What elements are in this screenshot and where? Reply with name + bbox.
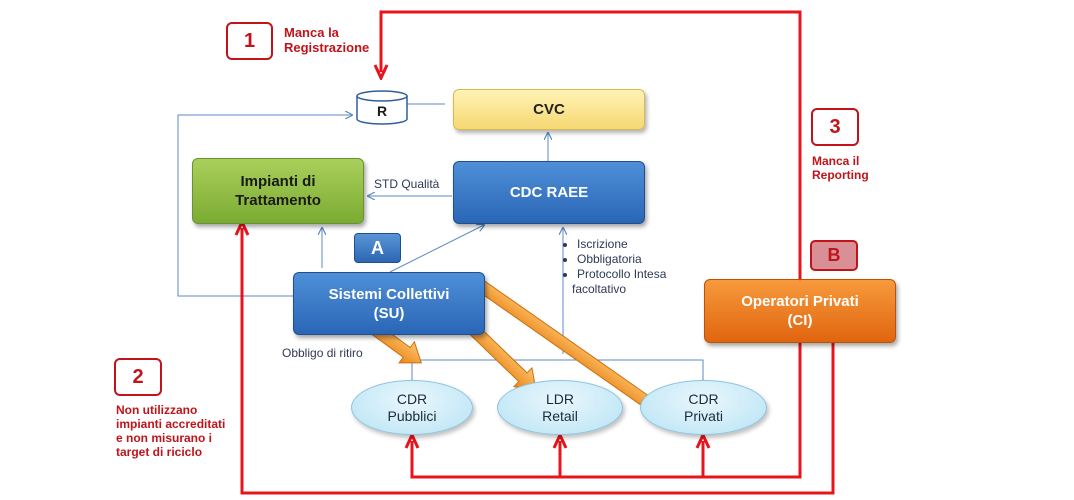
conditions-list: Iscrizione Obbligatoria Protocollo Intes… [567,237,666,282]
impianti-label: Impianti di Trattamento [235,173,321,209]
cdr-privati-label: CDR Privati [684,390,723,424]
arrow-sistemi-to-r [177,115,352,297]
cdc-raee-box[interactable]: CDC RAEE [453,161,645,224]
operatori-privati-box[interactable]: Operatori Privati (CI) [704,279,896,343]
note-1: Manca la Registrazione [284,25,370,55]
cvc-label: CVC [533,101,565,118]
ldr-retail-label: LDR Retail [542,390,578,424]
badge-2: 2 [114,358,162,396]
condition-item: Protocollo Intesa [577,267,666,282]
arrow-sistemi-to-cdc [389,225,484,273]
cdr-privati-ellipse[interactable]: CDR Privati [640,380,767,435]
red-arrow-to-cdr-pubblici [412,342,802,479]
red-arrow-to-impianti [242,228,835,495]
sistemi-collettivi-box[interactable]: Sistemi Collettivi (SU) [293,272,485,335]
badge-b: B [810,240,858,271]
condition-item: Iscrizione [577,237,666,252]
sistemi-collettivi-label: Sistemi Collettivi (SU) [328,285,450,322]
cdr-pubblici-ellipse[interactable]: CDR Pubblici [351,380,473,435]
conditions-tail: facoltativo [572,282,627,296]
badge-b-label: B [827,245,841,265]
note-2: Non utilizzano impianti accreditati e no… [116,403,226,459]
badge-1: 1 [226,22,273,60]
cdc-raee-label: CDC RAEE [509,184,589,201]
impianti-trattamento-box[interactable]: Impianti di Trattamento [192,158,364,224]
cdr-pubblici-label: CDR Pubblici [387,390,437,424]
badge-a: A [354,233,401,263]
badge-2-label: 2 [132,365,144,388]
badge-3: 3 [811,108,859,146]
registro-cylinder [356,90,408,125]
condition-item: Obbligatoria [577,252,666,267]
red-lines [242,10,835,495]
badge-a-label: A [371,237,384,258]
bracket-centri [411,359,704,380]
blue-connectors [177,103,704,380]
cvc-box[interactable]: CVC [453,89,645,130]
badge-1-label: 1 [243,29,256,52]
operatori-privati-label: Operatori Privati (CI) [741,293,859,329]
registro-label: R [377,103,387,119]
badge-3-label: 3 [829,115,841,138]
std-qualita-label: STD Qualità [374,177,440,191]
ldr-retail-ellipse[interactable]: LDR Retail [497,380,623,435]
note-3: Manca il Reporting [812,154,869,182]
obbligo-ritiro-label: Obbligo di ritiro [282,346,363,360]
red-arrow-to-registro [381,10,802,342]
